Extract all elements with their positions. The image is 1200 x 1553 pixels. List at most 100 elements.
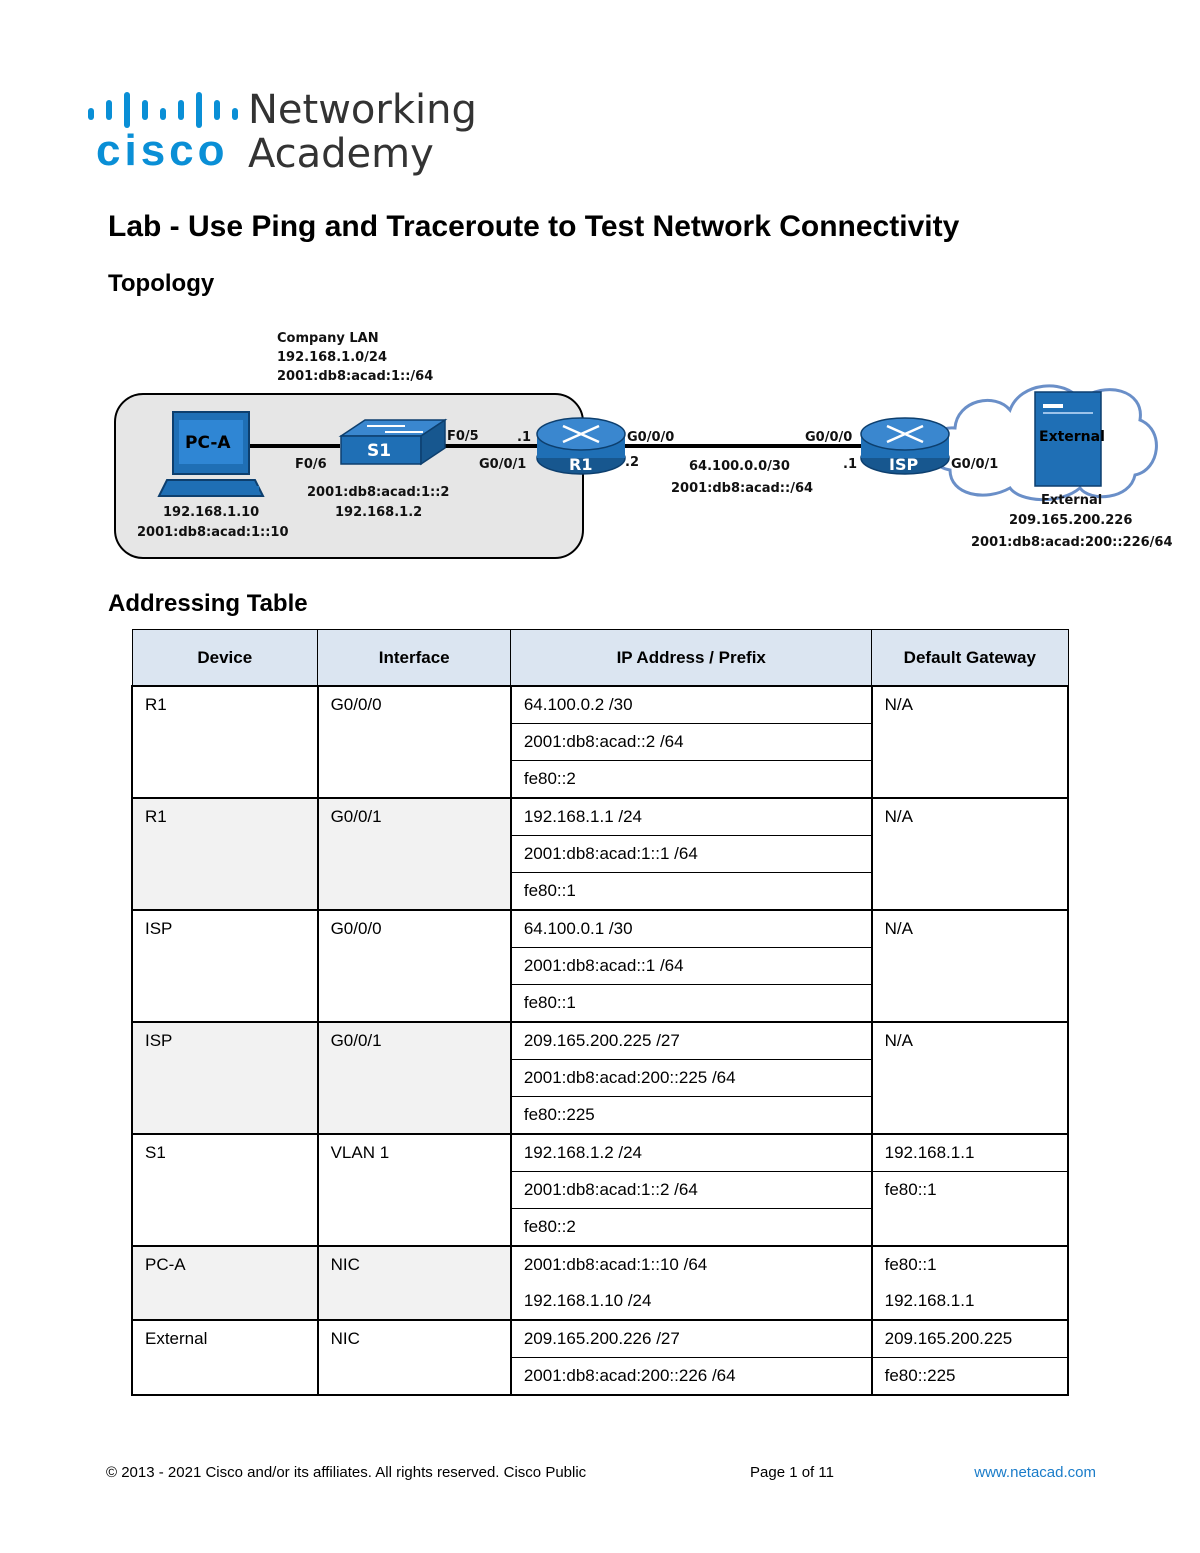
table-row: 2001:db8:acad:1::2 /64 fe80::1 — [132, 1171, 1070, 1246]
lan-label: Company LAN — [277, 331, 379, 346]
addressing-table: Device Interface IP Address / Prefix Def… — [131, 629, 1070, 1396]
table-row: ISP G0/0/0 64.100.0.1 /30 N/A — [131, 909, 1070, 1022]
cell-ip: 64.100.0.1 /30 — [509, 909, 873, 948]
isp-port-wan: G0/0/0 — [805, 430, 852, 445]
cell-ip: 192.168.1.2 /24 — [509, 1133, 873, 1172]
cell-ip: 2001:db8:acad::1 /64 — [509, 947, 873, 985]
cell-ip: 2001:db8:acad:1::1 /64 — [509, 835, 873, 873]
external-ipv4: 209.165.200.226 — [1009, 513, 1132, 528]
wan-ipv4: 64.100.0.0/30 — [689, 459, 790, 474]
cell-gateway: fe80::1 — [870, 1245, 1070, 1283]
isp-name: ISP — [889, 455, 918, 474]
cell-ip: 209.165.200.226 /27 — [509, 1319, 873, 1358]
cisco-bars-icon — [88, 92, 238, 128]
r1-port-lan: G0/0/1 — [479, 457, 526, 472]
table-row: R1 G0/0/1 192.168.1.1 /24 N/A — [131, 797, 1070, 910]
table-row: ISP G0/0/1 209.165.200.225 /27 N/A — [131, 1021, 1070, 1134]
cell-interface: VLAN 1 — [316, 1133, 512, 1246]
table-row: fe80::1 — [132, 984, 1068, 1022]
isp-wan-host: .1 — [843, 457, 857, 472]
logo-line-2: Academy — [248, 131, 434, 177]
addressing-table-heading: Addressing Table — [108, 590, 308, 617]
lan-ipv6: 2001:db8:acad:1::/64 — [277, 369, 433, 384]
footer-copyright: © 2013 - 2021 Cisco and/or its affiliate… — [106, 1464, 587, 1481]
cell-ip: 2001:db8:acad:200::226 /64 — [509, 1357, 873, 1395]
r1-wan-host: .2 — [625, 455, 639, 470]
topology-heading: Topology — [108, 270, 215, 297]
cell-ip: 2001:db8:acad:1::2 /64 — [509, 1171, 873, 1209]
router-isp-icon — [860, 417, 950, 475]
table-row: PC-A NIC 2001:db8:acad:1::10 /64 fe80::1 — [131, 1245, 1070, 1320]
cell-ip: fe80::2 — [509, 1208, 873, 1246]
table-row: 2001:db8:acad::2 /64 — [132, 723, 1068, 761]
cell-interface: NIC — [316, 1319, 512, 1395]
table-row: 2001:db8:acad:200::225 /64 — [132, 1059, 1068, 1097]
s1-port-pc: F0/6 — [295, 457, 327, 472]
cell-ip: 2001:db8:acad:200::225 /64 — [509, 1059, 873, 1097]
table-row: R1 G0/0/0 64.100.0.2 /30 N/A — [131, 685, 1070, 798]
pc-a-icon — [157, 411, 265, 497]
cell-device: S1 — [131, 1133, 319, 1246]
table-row: fe80::225 — [132, 1096, 1068, 1134]
logo-line-1: Networking — [248, 87, 477, 133]
table-row: 2001:db8:acad:1::1 /64 — [132, 835, 1068, 873]
s1-ipv4: 192.168.1.2 — [335, 505, 422, 520]
header-ip-address: IP Address / Prefix — [510, 629, 873, 687]
s1-name: S1 — [367, 441, 391, 461]
cell-ip: 192.168.1.10 /24 — [509, 1283, 873, 1320]
cell-device: PC-A — [131, 1245, 319, 1320]
cell-gateway: 209.165.200.225 — [870, 1319, 1070, 1358]
cell-device: External — [131, 1319, 319, 1395]
external-ipv6: 2001:db8:acad:200::226/64 — [971, 535, 1173, 550]
pc-a-ipv6: 2001:db8:acad:1::10 — [137, 525, 289, 540]
pc-a-name: PC-A — [185, 433, 231, 453]
external-server-name: External — [1039, 429, 1105, 445]
table-row: fe80::2 — [132, 1208, 1068, 1246]
cell-ip: 2001:db8:acad:1::10 /64 — [509, 1245, 873, 1283]
pc-a-ipv4: 192.168.1.10 — [163, 505, 259, 520]
cell-gateway: fe80::1 — [870, 1171, 1070, 1246]
table-row: S1 VLAN 1 192.168.1.2 /24 192.168.1.1 — [131, 1133, 1070, 1246]
cell-gateway: N/A — [870, 909, 1070, 1022]
cell-interface: G0/0/0 — [316, 909, 512, 1022]
footer-url-link[interactable]: www.netacad.com — [974, 1464, 1096, 1481]
cell-ip: 209.165.200.225 /27 — [509, 1021, 873, 1060]
cell-gateway: N/A — [870, 685, 1070, 798]
s1-port-r1: F0/5 — [447, 429, 479, 444]
lan-ipv4: 192.168.1.0/24 — [277, 350, 387, 365]
table-row: fe80::2 — [132, 760, 1068, 798]
cell-interface: G0/0/0 — [316, 685, 512, 798]
cell-ip: fe80::225 — [509, 1096, 873, 1134]
router-r1-icon — [536, 417, 626, 475]
academy-wordmark: Networking Academy — [248, 88, 477, 176]
external-label: External — [1041, 493, 1102, 508]
cell-ip: 192.168.1.1 /24 — [509, 797, 873, 836]
table-header-row: Device Interface IP Address / Prefix Def… — [131, 629, 1069, 687]
table-row: External NIC 209.165.200.226 /27 209.165… — [131, 1319, 1070, 1395]
cell-ip: fe80::2 — [509, 760, 873, 798]
isp-port-ext: G0/0/1 — [951, 457, 998, 472]
cell-device: R1 — [131, 685, 319, 798]
table-row: 192.168.1.10 /24 192.168.1.1 — [132, 1283, 1070, 1320]
header-interface: Interface — [317, 629, 512, 687]
cell-device: R1 — [131, 797, 319, 910]
header-default-gateway: Default Gateway — [871, 629, 1069, 687]
cell-ip: 64.100.0.2 /30 — [509, 685, 873, 724]
cell-gateway: N/A — [870, 797, 1070, 910]
cisco-networking-academy-logo: cisco Networking Academy — [86, 88, 486, 178]
cell-device: ISP — [131, 1021, 319, 1134]
cell-ip: fe80::1 — [509, 984, 873, 1022]
footer-page-number: Page 1 of 11 — [750, 1464, 834, 1481]
switch-s1-icon — [338, 418, 448, 466]
table-row: fe80::1 — [132, 872, 1068, 910]
s1-ipv6: 2001:db8:acad:1::2 — [307, 485, 449, 500]
page-title: Lab - Use Ping and Traceroute to Test Ne… — [108, 210, 960, 243]
header-device: Device — [131, 629, 319, 687]
cell-ip: 2001:db8:acad::2 /64 — [509, 723, 873, 761]
cell-interface: G0/0/1 — [316, 1021, 512, 1134]
topology-diagram: PC-A S1 R1 ISP External Company LAN 192.… — [114, 331, 1173, 559]
cell-ip: fe80::1 — [509, 872, 873, 910]
cell-device: ISP — [131, 909, 319, 1022]
table-row: 2001:db8:acad:200::226 /64 fe80::225 — [132, 1357, 1070, 1395]
cell-interface: G0/0/1 — [316, 797, 512, 910]
